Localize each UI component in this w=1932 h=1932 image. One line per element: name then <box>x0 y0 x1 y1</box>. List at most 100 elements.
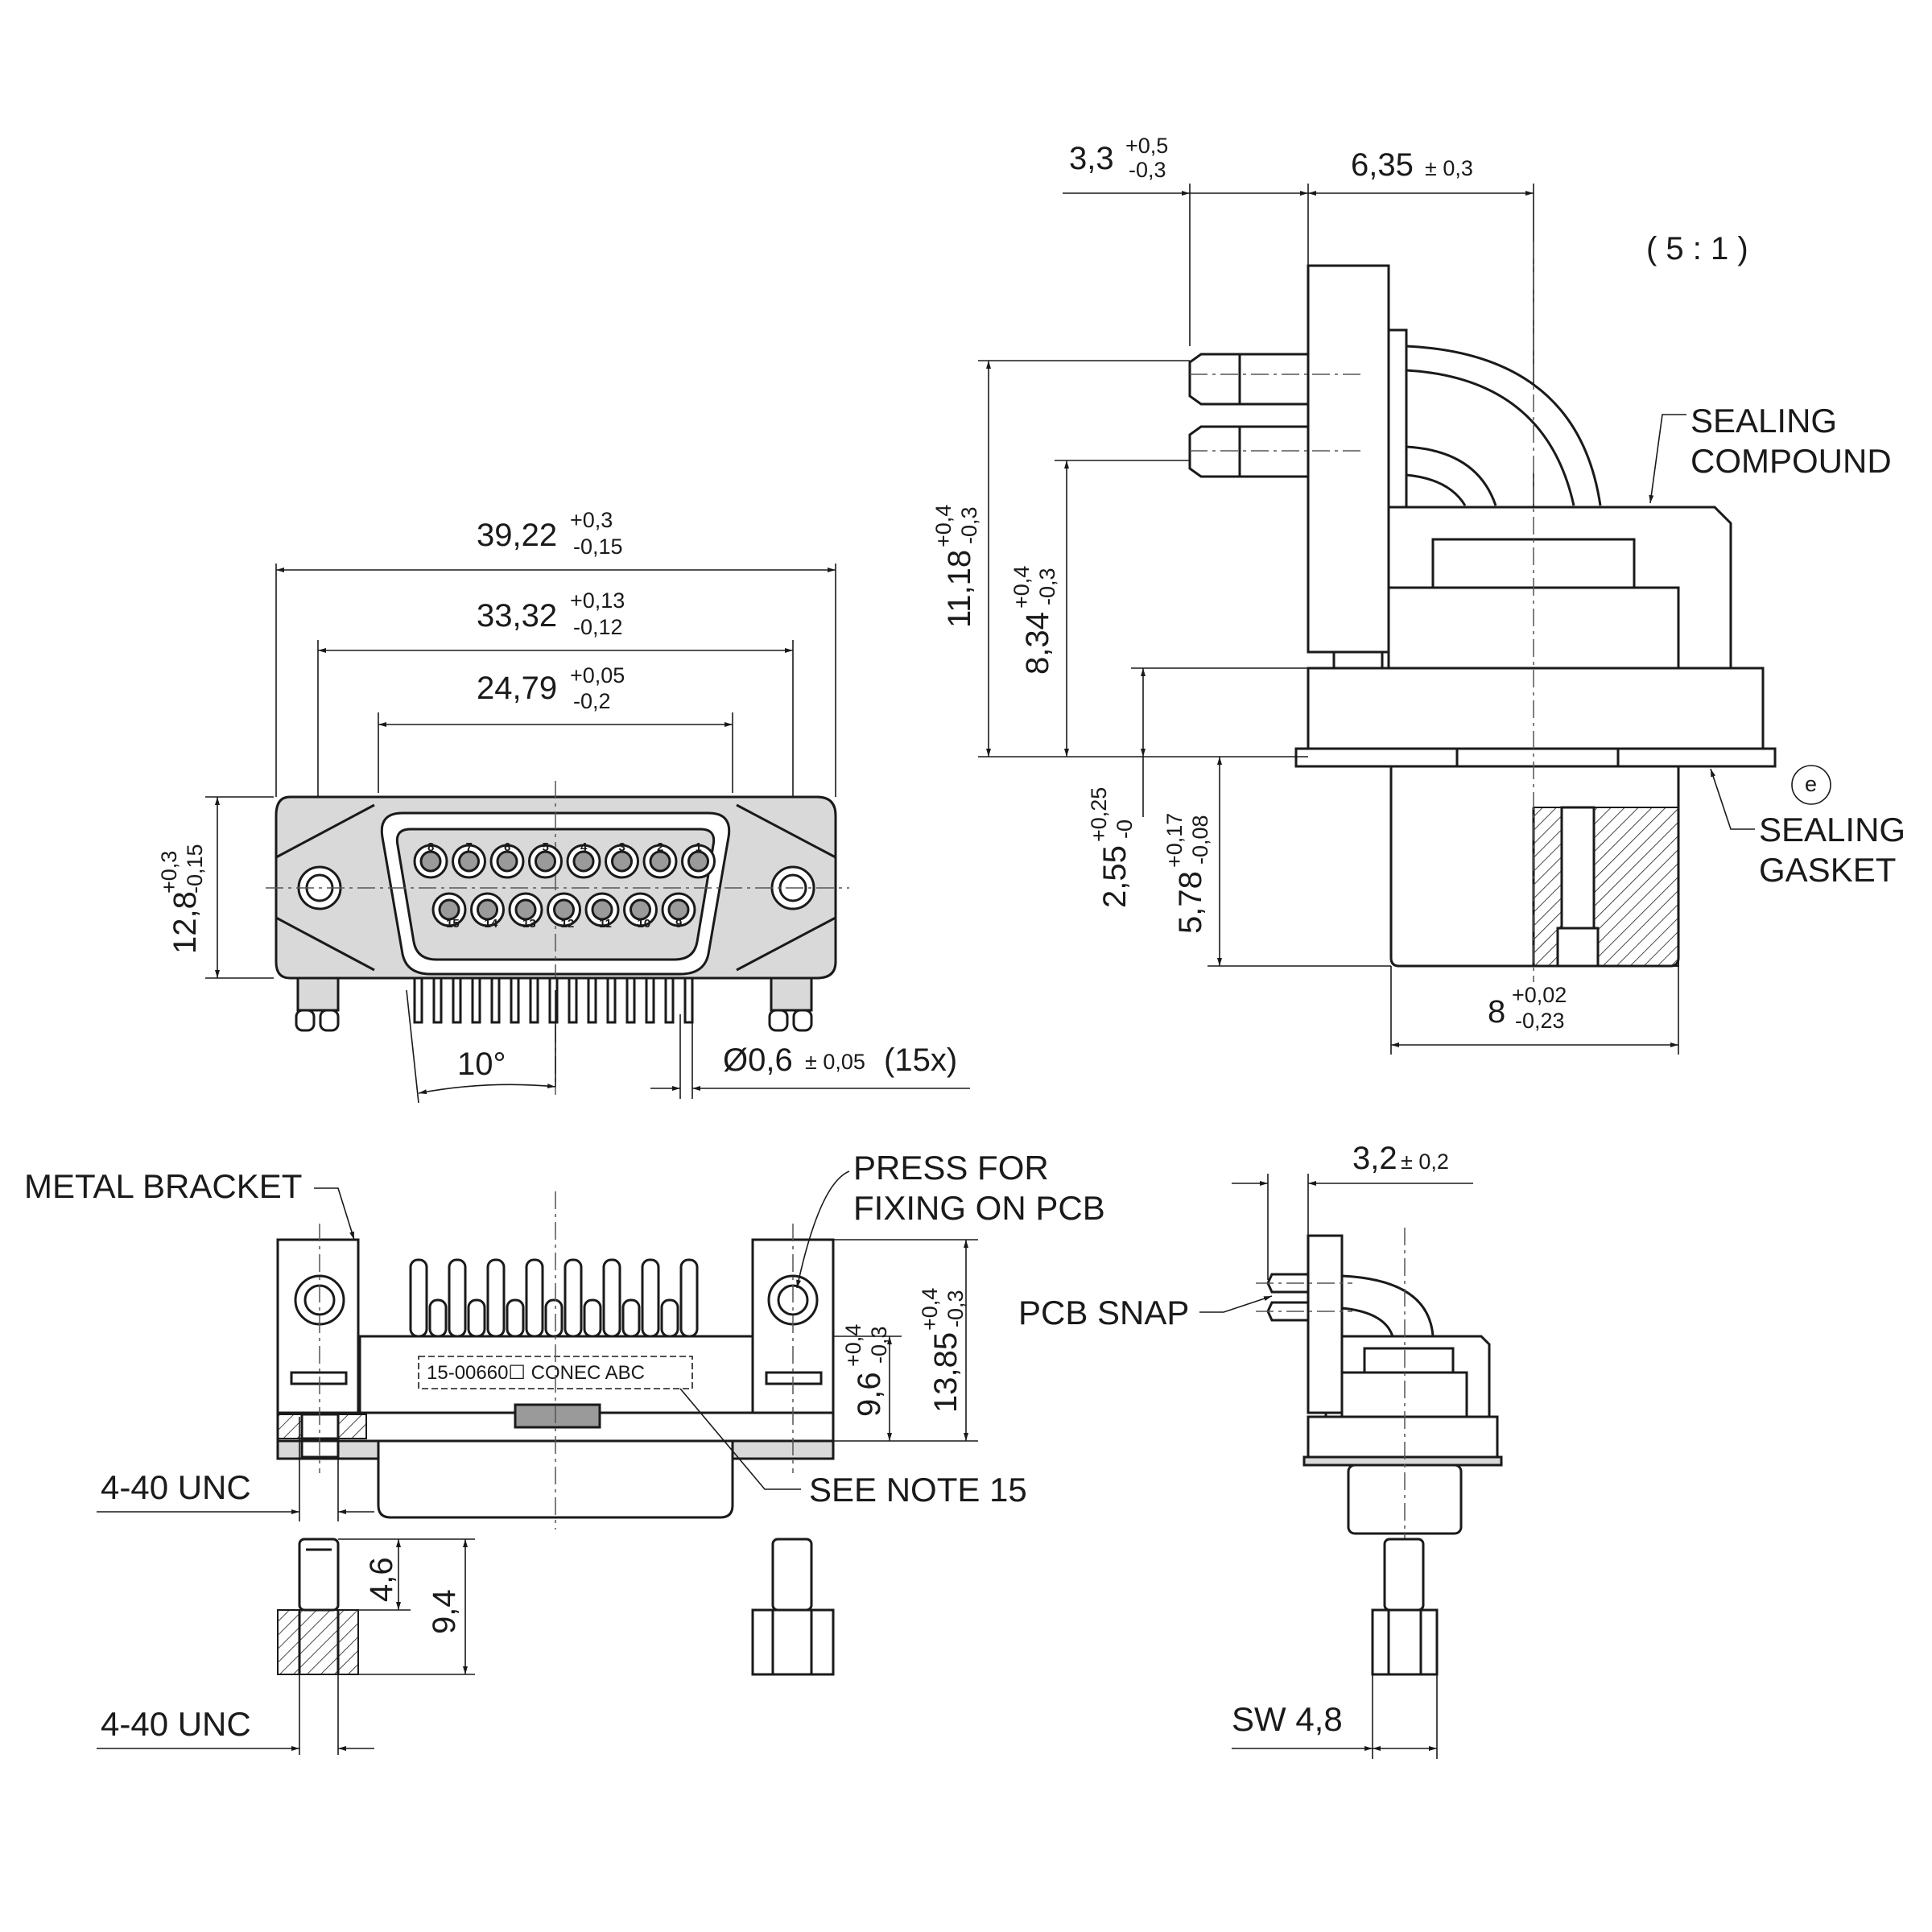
dim-standoff-b: 9,4 <box>427 1589 462 1634</box>
pin-number-label: 1 <box>696 840 702 854</box>
side-pin-upper <box>1188 353 1310 406</box>
dim-shell-height-tol-minus: -0,23 <box>1515 1009 1565 1033</box>
pcb-pin <box>683 976 694 1024</box>
pin-socket-bottom-1 <box>477 898 498 921</box>
dim-row2-tol-minus: -0,3 <box>1035 568 1059 605</box>
bottom-pins <box>409 1258 699 1338</box>
dim-snap-tol: ± 0,2 <box>1401 1150 1449 1174</box>
pcb-pin-long <box>448 1258 467 1338</box>
sealing-gasket-label-1: SEALING <box>1759 811 1905 848</box>
dim-pin-length: 3,3 <box>1069 141 1114 176</box>
pcb-pin <box>452 976 462 1024</box>
dim-row2-height: 8,34 <box>1020 612 1055 675</box>
dim-row1-tol-minus: -0,3 <box>957 506 981 544</box>
pin-number-label: 11 <box>599 917 612 931</box>
pcb-pin <box>510 976 520 1024</box>
pin-number-label: 12 <box>561 917 575 931</box>
front-plate <box>1307 264 1390 654</box>
pin-socket-bottom-5 <box>630 898 651 921</box>
dim-pin-length-tol-minus: -0,3 <box>1129 158 1166 182</box>
pcb-pin <box>568 976 578 1024</box>
angle-label: 10° <box>457 1046 506 1082</box>
pin-number-label: 8 <box>427 840 434 854</box>
side-view: 3,3 +0,5 -0,3 6,35 ± 0,3 <box>931 134 1905 1055</box>
pin-number-label: 4 <box>580 840 588 854</box>
pcb-pin-short <box>583 1298 602 1338</box>
standoff-left <box>277 1538 359 1675</box>
small-hex-nut <box>1371 1608 1439 1676</box>
pin-number-label: 10 <box>638 917 651 931</box>
pcb-pin-long <box>486 1258 506 1338</box>
pcb-pin-short <box>428 1298 448 1338</box>
pin-socket-top-3 <box>535 850 556 873</box>
pcb-pin-long <box>679 1258 699 1338</box>
front-view: 39,22 +0,3 -0,15 33,32 +0,13 -0,12 24,79… <box>157 508 970 1104</box>
dim-shell-depth-tol-plus: +0,17 <box>1162 813 1187 868</box>
press-note-1: PRESS FOR <box>853 1149 1049 1187</box>
pcb-pin-short <box>660 1298 679 1338</box>
dim-pcb-height-tol-plus: +0,4 <box>841 1324 865 1367</box>
side-pin-lower <box>1188 425 1310 478</box>
dim-hole-spacing-tol-minus: -0,12 <box>573 615 623 639</box>
angle-arc <box>418 1084 556 1095</box>
pcb-pin <box>664 976 675 1024</box>
pin-number-label: 3 <box>619 840 625 854</box>
pin-socket-bottom-6 <box>667 898 690 921</box>
pin-number-label: 14 <box>485 917 498 931</box>
bottom-view: 15-00660☐ CONEC ABC METAL BRACKET PRESS … <box>24 1149 1105 1755</box>
pin-number-label: 7 <box>466 840 473 854</box>
pcb-pin-long <box>525 1258 544 1338</box>
sealing-compound-label-2: COMPOUND <box>1690 442 1892 480</box>
dim-hole-spacing: 33,32 <box>477 598 557 634</box>
pin-count: (15x) <box>884 1042 957 1078</box>
dim-overall-width-tol-minus: -0,15 <box>573 535 623 559</box>
see-note-label: SEE NOTE 15 <box>809 1471 1027 1509</box>
dim-overall-width-tol-plus: +0,3 <box>570 508 613 532</box>
pcb-pin <box>413 976 423 1024</box>
pin-number-label: 2 <box>657 840 663 854</box>
dim-total-height-tol-minus: -0,3 <box>943 1290 968 1327</box>
dim-shell-height: 8 <box>1488 994 1505 1030</box>
dim-depth-tol: ± 0,3 <box>1425 156 1473 180</box>
pcb-pin <box>587 976 597 1024</box>
dim-height: 12,8 <box>167 891 203 954</box>
pin-socket-top-4 <box>572 850 595 873</box>
pcb-pin-long <box>641 1258 660 1338</box>
dim-shell-width: 24,79 <box>477 671 557 706</box>
e-mark-circle <box>1791 765 1831 805</box>
side-flange <box>1307 667 1765 750</box>
pcb-pin <box>490 976 501 1024</box>
e-mark-label: e <box>1805 772 1817 796</box>
pin-socket-bottom-0 <box>438 898 460 921</box>
dim-flange: 2,55 <box>1097 845 1133 908</box>
pcb-pin <box>471 976 481 1024</box>
pcb-pin-short <box>621 1298 641 1338</box>
pin-socket-top-7 <box>687 850 709 873</box>
small-side-view: 3,2 ± 0,2 PCB SNAP SW 4,8 <box>1018 1141 1503 1759</box>
pin-socket-top-6 <box>649 850 671 873</box>
pin-socket-bottom-3 <box>553 898 575 921</box>
dim-shell-depth: 5,78 <box>1173 871 1208 934</box>
sealing-gasket-label-2: GASKET <box>1759 851 1896 889</box>
pin-socket-top-2 <box>496 850 518 873</box>
thread-label-top: 4-40 UNC <box>101 1468 251 1506</box>
part-marking: 15-00660☐ CONEC ABC <box>427 1362 645 1384</box>
dim-height-tol-plus: +0,3 <box>157 851 181 894</box>
pcb-pin-long <box>602 1258 621 1338</box>
pcb-pin-short <box>506 1298 525 1338</box>
dim-flange-tol-plus: +0,25 <box>1087 787 1111 842</box>
dim-overall-width: 39,22 <box>477 518 557 553</box>
dim-row2-tol-plus: +0,4 <box>1009 566 1034 609</box>
dim-shell-depth-tol-minus: -0,08 <box>1188 815 1212 865</box>
pcb-snap-label: PCB SNAP <box>1018 1294 1189 1331</box>
pcb-pin-short <box>544 1298 564 1338</box>
pin-socket-bottom-2 <box>514 898 537 921</box>
code-patch <box>514 1403 601 1429</box>
dim-total-height-tol-plus: +0,4 <box>918 1288 942 1331</box>
dim-shell-width-tol-plus: +0,05 <box>570 663 625 687</box>
dim-row1-height: 11,18 <box>942 550 977 628</box>
dim-height-tol-minus: -0,15 <box>183 844 207 894</box>
wrench-size: SW 4,8 <box>1232 1700 1343 1738</box>
pin-socket-top-5 <box>611 850 633 873</box>
pin-socket-bottom-4 <box>591 898 613 921</box>
